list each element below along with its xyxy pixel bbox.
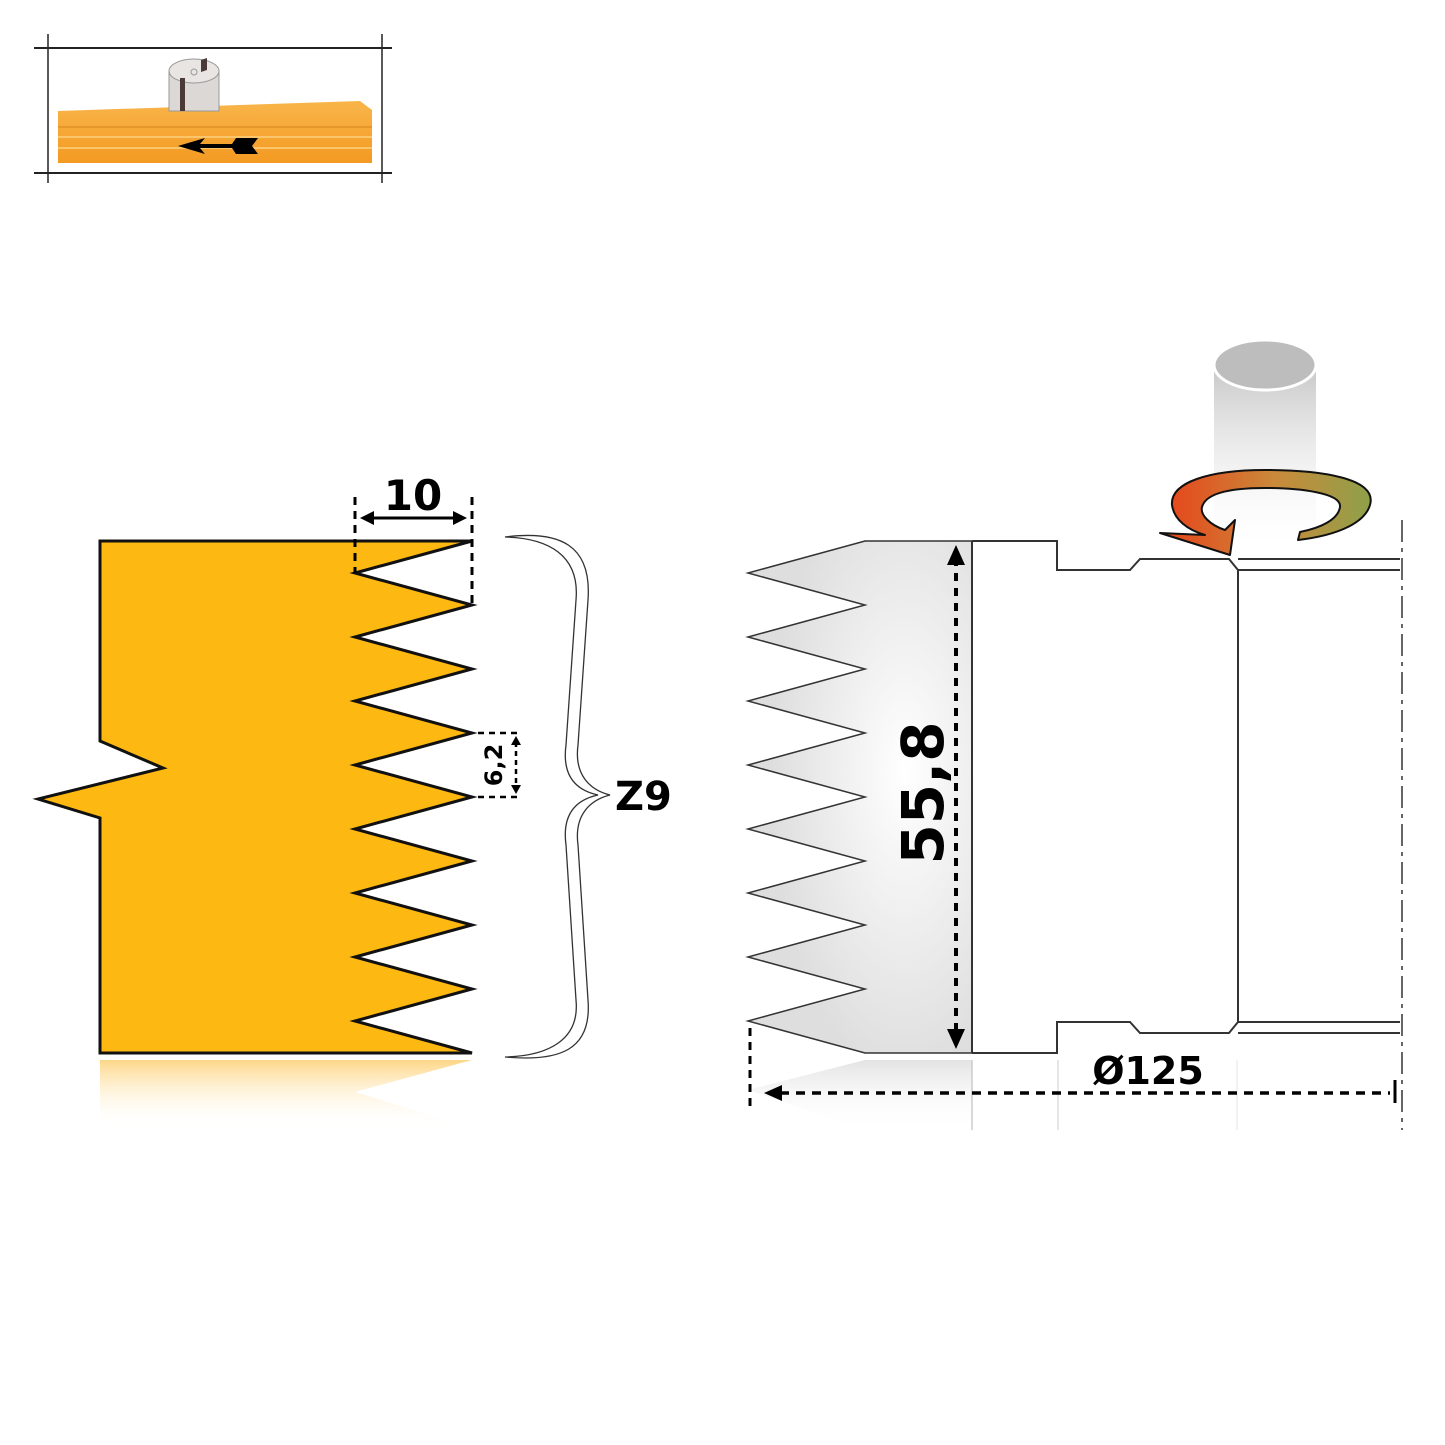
cutter-head-icon [168,58,220,112]
thumbnail-frame [34,34,392,183]
tool-body-outline [971,540,1400,1054]
tool-teeth-body [745,540,973,1054]
profile-reflection [100,1060,472,1128]
pitch-label: 6,2 [480,744,508,787]
pitch-dimension [478,731,522,799]
diameter-dimension [748,1028,1397,1108]
feed-arrow-left-icon [178,138,258,154]
tool-reflection [748,1060,1238,1130]
rotation-arrow-icon [1159,469,1372,556]
workpiece-icon [58,101,372,163]
width-label: 10 [384,471,442,520]
teeth-count-label: Z9 [615,774,672,820]
teeth-brace [504,534,611,1059]
width-dimension [353,497,474,605]
profile-shape [32,539,478,1055]
height-dimension [947,545,965,1049]
diameter-label: Ø125 [1092,1049,1204,1093]
height-label: 55,8 [889,721,957,864]
spindle-cylinder-icon [1212,338,1318,545]
